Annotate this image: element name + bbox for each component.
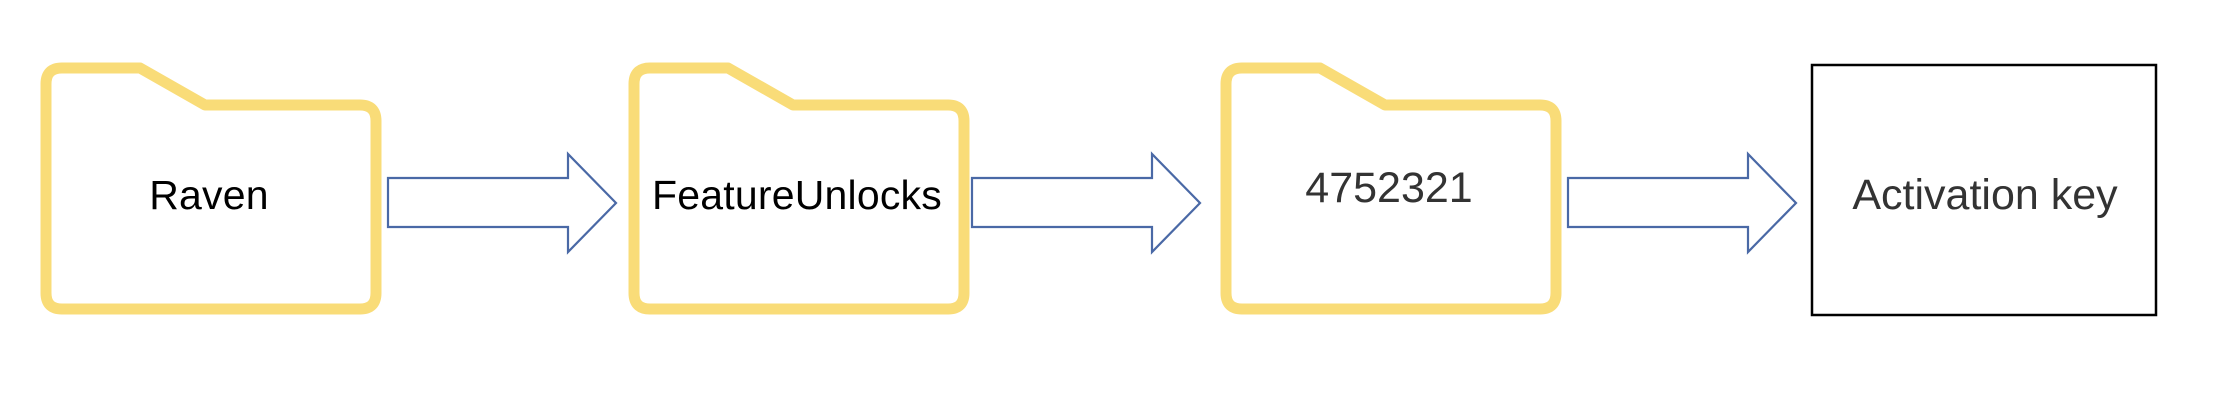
folder-icon bbox=[628, 62, 970, 315]
folder-label-feature-unlocks: FeatureUnlocks bbox=[652, 171, 942, 218]
right-arrow-icon bbox=[970, 151, 1202, 255]
folder-label-number: 4752321 bbox=[1305, 163, 1473, 212]
folder-icon bbox=[40, 62, 382, 315]
right-arrow-icon bbox=[386, 151, 618, 255]
activation-key-label: Activation key bbox=[1852, 170, 2118, 219]
folder-label-raven: Raven bbox=[149, 171, 269, 218]
right-arrow-icon bbox=[1566, 151, 1798, 255]
activation-key-box bbox=[1810, 63, 2158, 317]
folder-icon bbox=[1220, 62, 1562, 315]
